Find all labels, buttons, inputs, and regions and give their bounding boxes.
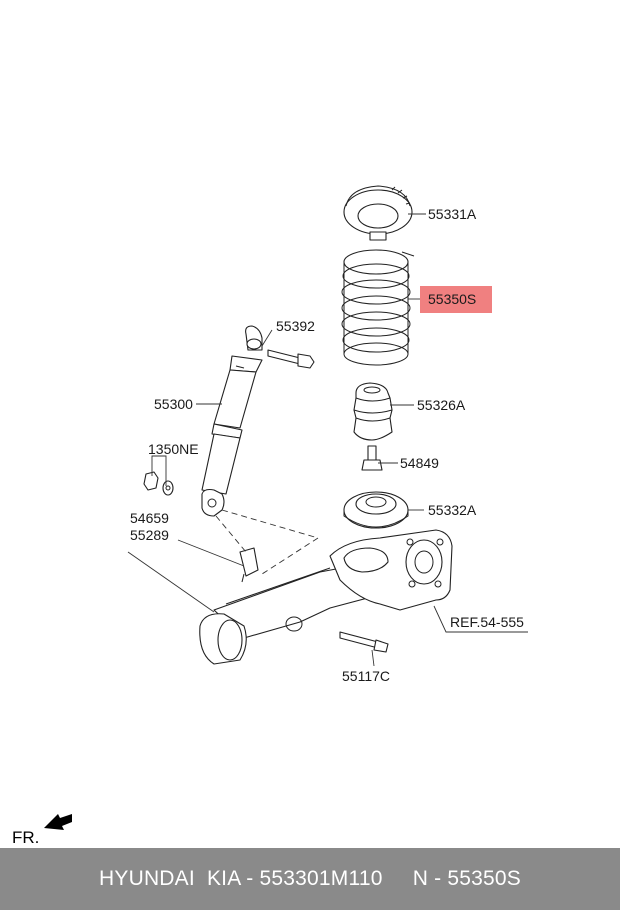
leader-lines [127, 213, 528, 667]
label-ref: REF.54-555 [450, 614, 524, 630]
label-55332A: 55332A [428, 502, 477, 518]
bolt-54849-part [361, 445, 383, 471]
bolt-55117c-part [339, 631, 389, 653]
front-arrow-icon [44, 814, 72, 830]
label-55350S: 55350S [428, 291, 476, 307]
label-55326A: 55326A [417, 397, 466, 413]
label-55117C: 55117C [342, 668, 390, 684]
footer-caption: HYUNDAI KIA - 553301M110 N - 55350S [0, 848, 620, 910]
upper-spring-seat-part [343, 185, 413, 241]
bolt-55392-part [267, 349, 315, 369]
bracket-55289-part [239, 547, 259, 583]
shock-absorber-part [201, 325, 263, 517]
label-55289: 55289 [130, 527, 169, 543]
label-54659: 54659 [130, 510, 169, 526]
label-55331A: 55331A [428, 206, 477, 222]
torsion-beam-axle-part [199, 529, 453, 665]
rear-suspension-diagram: 55331A 55350S 55392 55300 55326A 1350NE … [12, 185, 528, 847]
label-55392: 55392 [276, 318, 315, 334]
bump-stopper-part [353, 382, 393, 441]
nut-and-washer-part [143, 471, 174, 496]
label-54849: 54849 [400, 455, 439, 471]
front-marker-label: FR. [12, 828, 39, 847]
label-55300: 55300 [154, 396, 193, 412]
highlight-box [420, 286, 492, 313]
label-1350NE: 1350NE [148, 441, 199, 457]
lower-spring-seat-part [343, 491, 409, 529]
coil-spring-part [341, 249, 415, 366]
